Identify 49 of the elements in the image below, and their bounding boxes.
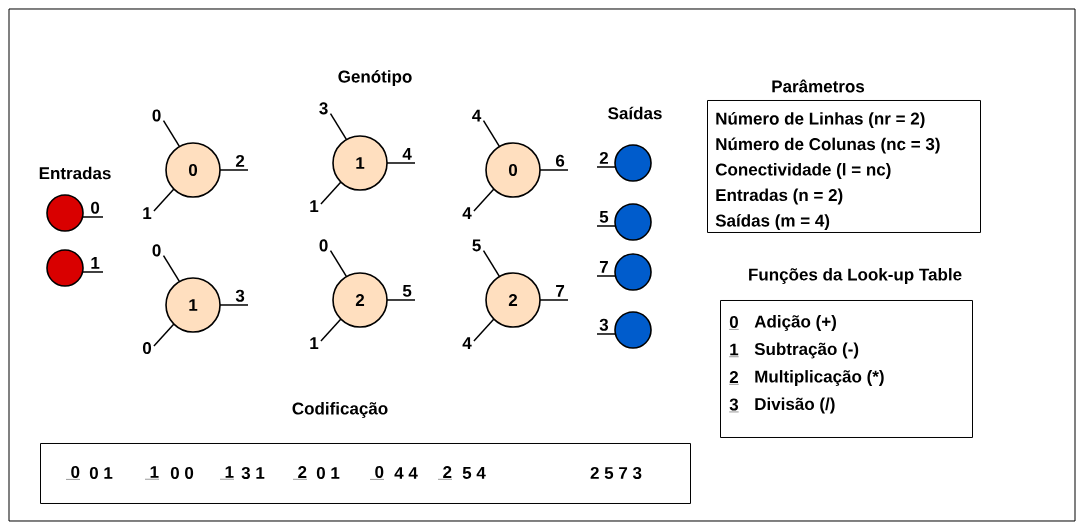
function-code: 3	[729, 398, 739, 413]
connection-pin: 4	[386, 148, 416, 164]
gene-digits: 0 1	[316, 466, 340, 479]
parameter-line: Número de Colunas (nc = 3)	[716, 137, 940, 154]
parameter-line: Número de Linhas (nr = 2)	[716, 112, 925, 128]
output-circle	[614, 253, 652, 291]
function-name: Multiplicação (*)	[755, 370, 884, 386]
connection-pin: 5	[596, 210, 616, 227]
gene-digits: 0 1	[89, 466, 113, 479]
connection-pin: 2	[219, 154, 249, 171]
function-code: 0	[729, 315, 739, 330]
parameter-line: Conectividade (l = nc)	[715, 163, 891, 179]
function-name: Subtração (-)	[754, 342, 859, 359]
input-circle	[46, 249, 84, 287]
gene-code: 2	[292, 466, 308, 480]
parameter-line: Saídas (m = 4)	[715, 214, 830, 230]
box-heading: Codificação	[292, 402, 388, 418]
connection-pin: 7	[596, 261, 616, 277]
connection-pin: 3	[596, 318, 616, 335]
function-name: Adição (+)	[754, 315, 836, 331]
function-code: 1	[729, 343, 739, 357]
function-code: 2	[729, 371, 739, 385]
gene-code: 0	[369, 465, 385, 480]
connection-pin: 3	[219, 289, 249, 306]
gene-digits: 4 4	[394, 467, 418, 479]
section-heading: Saídas	[608, 106, 662, 120]
connection-pin: 5	[386, 284, 416, 301]
box-heading: Funções da Look-up Table	[749, 268, 962, 284]
box-heading: Parâmetros	[772, 79, 865, 93]
connection-pin: 1	[82, 257, 104, 273]
gene-digits: 0 0	[170, 466, 194, 479]
gene-code: 2	[437, 466, 453, 480]
gene-code: 1	[144, 466, 160, 480]
output-genes: 2 5 7 3	[590, 466, 642, 479]
section-heading: Genótipo	[338, 70, 412, 86]
gene-code: 1	[219, 466, 235, 480]
gene-digits: 5 4	[462, 467, 486, 479]
parameter-line: Entradas (n = 2)	[716, 188, 843, 205]
connection-pin: 2	[596, 151, 616, 168]
gene-digits: 3 1	[241, 466, 265, 479]
output-circle	[614, 203, 652, 241]
connection-pin: 7	[539, 285, 569, 301]
function-name: Divisão (/)	[755, 397, 835, 414]
input-circle	[46, 194, 84, 232]
output-circle	[614, 311, 652, 349]
output-circle	[614, 144, 652, 182]
connection-pin: 0	[82, 201, 104, 218]
gene-code: 0	[65, 465, 81, 480]
connection-pin: 6	[539, 154, 569, 171]
